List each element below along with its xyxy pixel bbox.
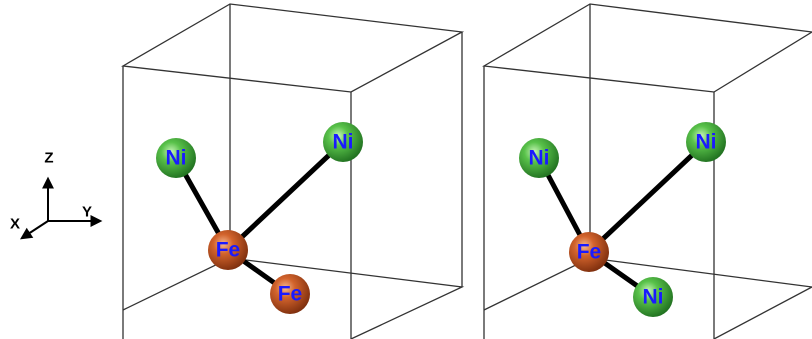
x-axis-arrow (19, 220, 49, 240)
atom-ni: Ni (156, 138, 196, 178)
svg-text:Ni: Ni (643, 286, 664, 309)
x-axis-label: X (10, 216, 20, 233)
svg-text:Fe: Fe (216, 239, 241, 262)
svg-text:Ni: Ni (333, 131, 354, 154)
unit-cell-box (481, 3, 812, 339)
bond-fe-ni-right (225, 139, 346, 253)
axis-triad: Z X Y (10, 150, 103, 240)
atom-fe: Fe (208, 230, 248, 270)
atom-ni: Ni (323, 122, 363, 162)
bond-fe-ni-right (586, 139, 709, 255)
panel-2: Ni Ni Fe Ni (481, 3, 812, 339)
atom-ni: Ni (633, 277, 673, 317)
svg-text:Fe: Fe (278, 283, 303, 306)
svg-text:Ni: Ni (696, 131, 717, 154)
svg-text:Ni: Ni (166, 147, 187, 170)
panel-1: Ni Ni Fe Fe (120, 3, 465, 339)
z-axis-label: Z (44, 150, 53, 167)
svg-text:Fe: Fe (577, 241, 602, 264)
y-axis-label: Y (82, 204, 92, 221)
atom-ni: Ni (686, 122, 726, 162)
atom-fe: Fe (270, 274, 310, 314)
atom-fe: Fe (569, 232, 609, 272)
atom-ni: Ni (519, 138, 559, 178)
svg-text:Ni: Ni (529, 147, 550, 170)
